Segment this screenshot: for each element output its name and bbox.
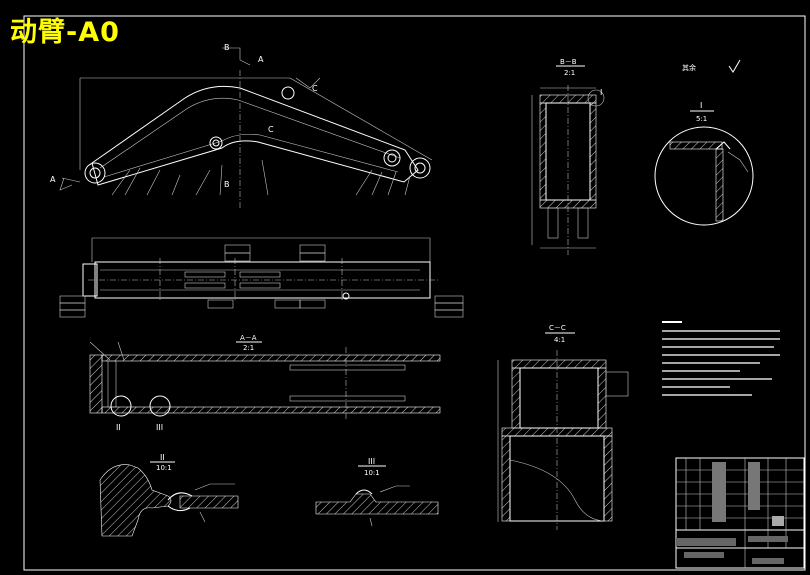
detail-i-marker: I xyxy=(600,88,602,97)
roughness-note: 其余 xyxy=(682,63,696,72)
boom-elevation-view xyxy=(59,47,433,210)
title-block xyxy=(675,457,805,569)
detail-iii-marker: III xyxy=(156,423,163,432)
drawing-border xyxy=(23,15,806,571)
drawing-title: 动臂-A0 xyxy=(10,17,120,48)
section-c-marker-top: C xyxy=(312,84,318,93)
section-a-scale: 2:1 xyxy=(243,344,254,352)
section-b-title: B－B xyxy=(560,58,577,66)
section-a-a-view xyxy=(89,341,441,420)
roughness-check-icon xyxy=(728,59,741,73)
detail-i-circle xyxy=(654,126,754,226)
section-c-marker-bottom: C xyxy=(268,125,274,134)
detail-ii-weld-profile xyxy=(99,464,172,537)
section-a-marker-left: A xyxy=(50,175,56,184)
detail-ii-title: II xyxy=(160,453,165,462)
detail-iii-weld-profile xyxy=(315,493,439,515)
section-b-b-view xyxy=(531,85,605,255)
detail-iii-scale: 10:1 xyxy=(364,469,380,477)
detail-ii-scale: 10:1 xyxy=(156,464,172,472)
section-b-marker-top: B xyxy=(224,43,230,52)
detail-i-title: I xyxy=(700,101,702,110)
section-a-marker-top: A xyxy=(258,55,264,64)
detail-ii-marker: II xyxy=(116,423,121,432)
technical-notes-block xyxy=(662,321,780,396)
section-c-title: C－C xyxy=(549,324,566,332)
section-c-c-view xyxy=(497,350,629,530)
section-b-marker-bottom: B xyxy=(224,180,230,189)
boom-plan-view xyxy=(59,237,464,318)
section-a-title: A－A xyxy=(240,334,257,342)
detail-iii-title: III xyxy=(368,457,375,466)
section-b-scale: 2:1 xyxy=(564,69,575,77)
detail-i-scale: 5:1 xyxy=(696,115,707,123)
section-c-scale: 4:1 xyxy=(554,336,565,344)
